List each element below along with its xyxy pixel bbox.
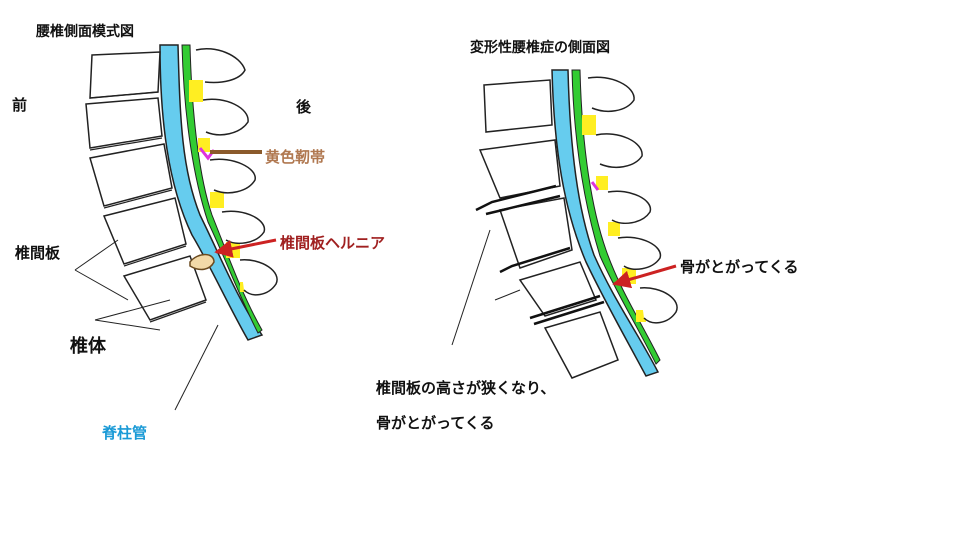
bone-spur-label: 骨がとがってくる xyxy=(680,258,799,276)
vertebral-body-label: 椎体 xyxy=(70,335,107,357)
front-label: 前 xyxy=(12,96,27,114)
hernia-arrow xyxy=(214,238,277,258)
left-spinal-canal xyxy=(159,44,264,341)
right-spinous-processes xyxy=(587,76,678,324)
ligament-flavum-label: 黄色靭帯 xyxy=(265,148,325,166)
caption-line2: 骨がとがってくる xyxy=(376,414,495,432)
right-title: 変形性腰椎症の側面図 xyxy=(470,39,610,56)
spinal-canal-label: 脊柱管 xyxy=(101,424,147,442)
disc-label: 椎間板 xyxy=(15,244,61,262)
left-spinous-processes xyxy=(195,48,278,296)
right-osteophytes xyxy=(475,184,605,326)
left-ligament-flavum xyxy=(181,44,263,334)
left-spine-diagram xyxy=(74,44,278,411)
left-hernia-bump xyxy=(189,253,215,271)
left-pointer-lines xyxy=(74,239,219,411)
left-title: 腰椎側面模式図 xyxy=(35,23,134,40)
bone-spur-arrow xyxy=(612,264,677,289)
left-vertebral-bodies xyxy=(85,51,207,321)
left-disc-lines xyxy=(89,91,207,323)
right-spinal-canal xyxy=(551,69,660,377)
right-spine-diagram xyxy=(451,69,678,379)
right-ligament-flavum xyxy=(571,69,661,365)
right-pointer-lines xyxy=(451,229,521,346)
back-label: 後 xyxy=(295,98,312,116)
caption-line1: 椎間板の高さが狭くなり、 xyxy=(376,379,555,397)
right-magenta-mark xyxy=(590,181,600,191)
hernia-label: 椎間板ヘルニア xyxy=(280,234,385,252)
